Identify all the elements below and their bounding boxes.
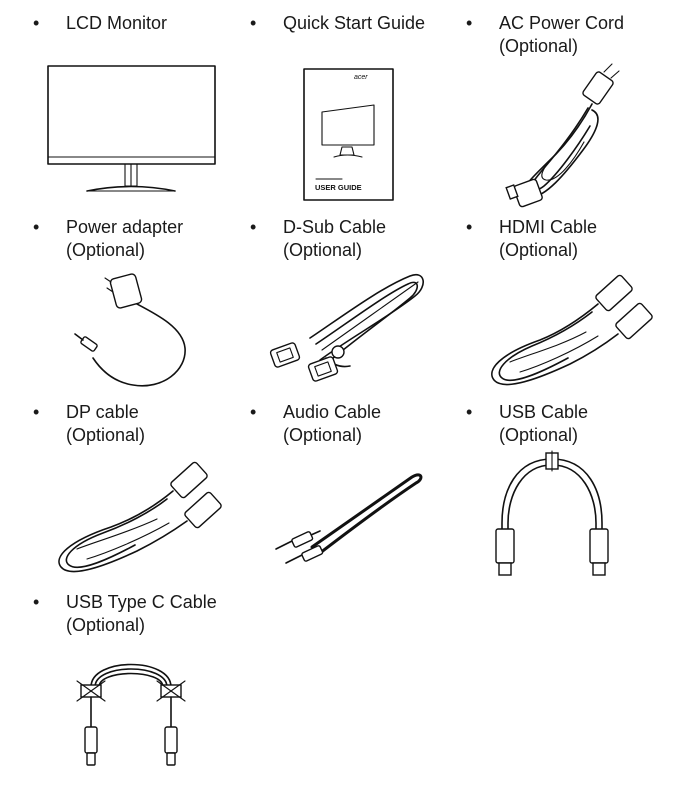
item-title: LCD Monitor xyxy=(66,13,168,33)
bullet: • xyxy=(33,13,40,33)
usb-cable-icon xyxy=(495,450,609,576)
item-title: Audio Cable xyxy=(283,402,382,422)
item-title: USB Cable xyxy=(499,402,589,422)
power-adapter-icon xyxy=(74,273,186,387)
usb-type-c-cable-icon xyxy=(76,663,186,766)
bullet: • xyxy=(33,217,40,237)
item-title: D-Sub Cable xyxy=(283,217,387,237)
bullet: • xyxy=(250,402,257,422)
hdmi-cable-icon xyxy=(491,274,653,386)
item-subtitle: (Optional) xyxy=(283,425,363,445)
item-label: USB Type C Cable (Optional) xyxy=(66,591,217,637)
item-audio-cable: • Audio Cable (Optional) xyxy=(250,401,465,591)
bullet: • xyxy=(466,217,473,237)
item-label: DP cable (Optional) xyxy=(66,401,145,447)
audio-cable-icon xyxy=(275,473,423,564)
item-title: HDMI Cable xyxy=(499,217,598,237)
item-title: DP cable xyxy=(66,402,139,422)
item-title: USB Type C Cable xyxy=(66,592,217,612)
dsub-cable-icon xyxy=(269,273,424,382)
item-subtitle: (Optional) xyxy=(499,240,579,260)
item-usb-type-c-cable: • USB Type C Cable (Optional) xyxy=(33,591,248,781)
item-dsub-cable: • D-Sub Cable (Optional) xyxy=(250,216,465,406)
bullet: • xyxy=(33,592,40,612)
item-usb-cable: • USB Cable (Optional) xyxy=(466,401,681,591)
item-subtitle: (Optional) xyxy=(66,425,146,445)
item-label: AC Power Cord (Optional) xyxy=(499,12,624,58)
item-label: LCD Monitor xyxy=(66,12,167,35)
item-title: Quick Start Guide xyxy=(283,13,426,33)
dp-cable-icon xyxy=(58,461,222,573)
item-label: Audio Cable (Optional) xyxy=(283,401,381,447)
item-subtitle: (Optional) xyxy=(66,240,146,260)
item-quick-start-guide: • Quick Start Guide acer USER GUIDE xyxy=(250,12,465,202)
power-cord-icon xyxy=(505,63,620,208)
item-subtitle: (Optional) xyxy=(499,36,579,56)
guide-brand: acer xyxy=(354,74,368,81)
user-guide-icon: acer USER GUIDE xyxy=(303,68,394,201)
item-subtitle: (Optional) xyxy=(283,240,363,260)
item-ac-power-cord: • AC Power Cord (Optional) xyxy=(466,12,681,208)
bullet: • xyxy=(33,402,40,422)
bullet: • xyxy=(250,13,257,33)
item-title: AC Power Cord xyxy=(499,13,625,33)
guide-title: USER GUIDE xyxy=(315,183,362,192)
item-power-adapter: • Power adapter (Optional) xyxy=(33,216,248,406)
bullet: • xyxy=(466,13,473,33)
item-label: USB Cable (Optional) xyxy=(499,401,588,447)
item-hdmi-cable: • HDMI Cable (Optional) xyxy=(466,216,681,406)
item-label: D-Sub Cable (Optional) xyxy=(283,216,386,262)
item-dp-cable: • DP cable (Optional) xyxy=(33,401,248,591)
item-lcd-monitor: • LCD Monitor xyxy=(33,12,248,202)
monitor-icon xyxy=(47,65,216,192)
bullet: • xyxy=(250,217,257,237)
item-title: Power adapter xyxy=(66,217,184,237)
item-subtitle: (Optional) xyxy=(66,615,146,635)
item-label: Power adapter (Optional) xyxy=(66,216,183,262)
item-label: HDMI Cable (Optional) xyxy=(499,216,597,262)
item-label: Quick Start Guide xyxy=(283,12,425,35)
bullet: • xyxy=(466,402,473,422)
item-subtitle: (Optional) xyxy=(499,425,579,445)
